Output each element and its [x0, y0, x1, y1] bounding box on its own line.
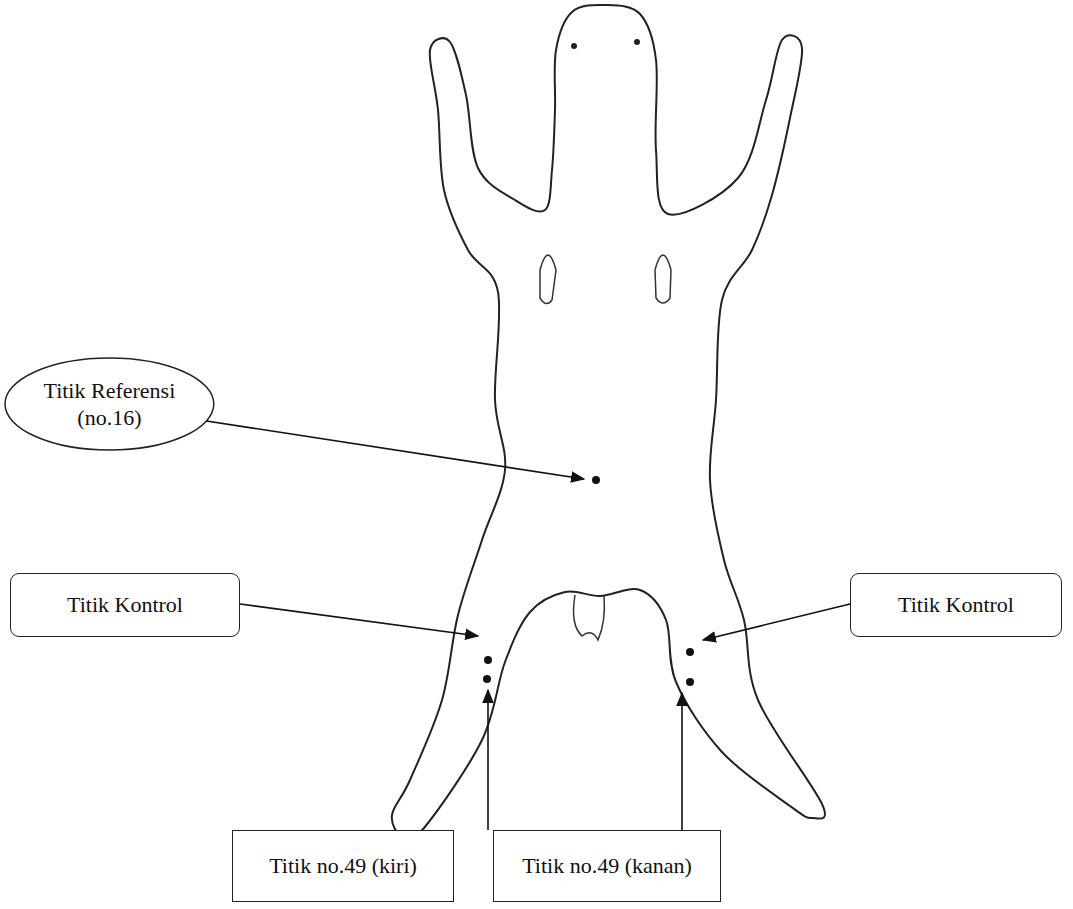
leader-line — [487, 690, 489, 830]
tail-tuft — [574, 595, 605, 640]
reference-point — [592, 476, 600, 484]
eye — [634, 39, 640, 45]
eye — [571, 43, 577, 49]
leader-line — [240, 604, 478, 636]
rat-outline — [392, 5, 825, 839]
node-label: Titik Kontrol — [898, 591, 1014, 619]
callout-box: Titik no.49 (kiri) — [232, 830, 454, 902]
ellipse-shape — [5, 358, 214, 450]
callout-box: Titik Kontrol — [10, 573, 240, 637]
ear-tuft — [655, 255, 671, 303]
leader-line — [703, 604, 850, 640]
acupoint — [483, 675, 491, 683]
leader-line — [681, 693, 683, 830]
callout-box: Titik Kontrol — [850, 573, 1062, 637]
node-label: Titik Referensi (no.16) — [39, 377, 179, 432]
node-label: Titik no.49 (kanan) — [522, 852, 692, 880]
control-point — [686, 648, 694, 656]
ear-tuft — [540, 255, 556, 304]
leader-line — [200, 420, 584, 479]
callout-box: Titik no.49 (kanan) — [493, 830, 721, 902]
control-point — [484, 656, 492, 664]
reference-ellipse: Titik Referensi (no.16) — [4, 357, 215, 451]
ellipse-outline — [4, 357, 215, 451]
acupoint — [686, 678, 694, 686]
node-label: Titik Kontrol — [67, 591, 183, 619]
node-label: Titik no.49 (kiri) — [269, 852, 417, 880]
